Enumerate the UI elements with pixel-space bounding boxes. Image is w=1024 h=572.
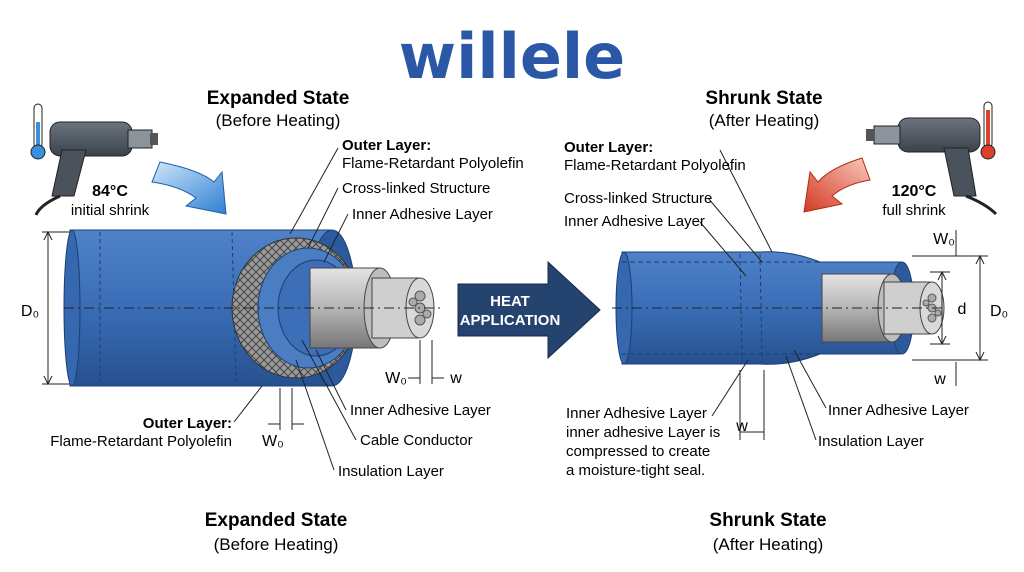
left-subtitle: (Before Heating) [216,111,341,130]
right-d0-label: D₀ [990,303,1008,320]
right-temperature-note: full shrink [882,202,946,219]
right-outer-layer-head: Outer Layer: [564,139,653,156]
left-w0-label: W₀ [385,370,407,387]
left-top-leaders [289,147,349,263]
left-inner-adhesive-top-label: Inner Adhesive Layer [352,206,493,223]
right-w-bottom-label: w [933,371,946,388]
seal-note-line4: a moisture-tight seal. [566,462,705,479]
right-temperature: 120°C [892,183,937,200]
left-d0-label: D₀ [21,303,39,320]
cold-air-arrow [151,161,227,215]
right-outer-layer-body: Flame-Retardant Polyolefin [564,157,746,174]
right-insulation-label: Insulation Layer [818,433,924,450]
left-w0-bottom-label: W₀ [262,433,284,450]
left-wall-dimensions [268,340,444,430]
left-insulation-label: Insulation Layer [338,463,444,480]
heat-gun-hot-icon [866,117,998,216]
left-bottom-leaders [233,339,357,471]
heat-label-line2: APPLICATION [460,312,561,329]
footer-left-subtitle: (Before Heating) [214,535,339,554]
left-temperature-note: initial shrink [71,202,150,219]
right-title: Shrunk State [705,88,822,109]
left-outer-bottom-body: Flame-Retardant Polyolefin [50,433,232,450]
right-subtitle: (After Heating) [709,111,820,130]
footer-right-subtitle: (After Heating) [713,535,824,554]
left-w-label: w [449,370,462,387]
right-w-label: w [735,418,748,435]
seal-note-line1: Inner Adhesive Layer [566,405,707,422]
right-cross-linked-label: Cross-linked Structure [564,190,712,207]
seal-note-line2: inner adhesive Layer is [566,424,720,441]
brand-logo: willele [399,20,625,93]
seal-note-line3: compressed to create [566,443,710,460]
right-top-leaders [699,149,827,441]
left-outer-layer-body: Flame-Retardant Polyolefin [342,155,524,172]
right-w0-label: W₀ [933,231,955,248]
left-inner-adhesive-bottom-label: Inner Adhesive Layer [350,402,491,419]
left-title: Expanded State [207,88,350,109]
footer-left-title: Expanded State [205,510,348,531]
right-inner-adhesive-right-label: Inner Adhesive Layer [828,402,969,419]
left-outer-layer-head: Outer Layer: [342,137,431,154]
right-inner-adhesive-top-label: Inner Adhesive Layer [564,213,705,230]
hot-air-arrow [803,157,871,213]
left-cable-conductor-label: Cable Conductor [360,432,473,449]
left-temperature: 84°C [92,183,128,200]
right-dimensions [739,230,988,440]
heat-label-line1: HEAT [490,293,530,310]
left-cross-linked-label: Cross-linked Structure [342,180,490,197]
thermometer-cold-icon [30,103,46,160]
left-outer-bottom-head: Outer Layer: [143,415,232,432]
heat-application-arrow [457,260,601,360]
heat-gun-icon [34,121,158,216]
right-d-label: d [958,301,967,318]
thermometer-hot-icon [980,101,996,160]
footer-right-title: Shrunk State [709,510,826,531]
